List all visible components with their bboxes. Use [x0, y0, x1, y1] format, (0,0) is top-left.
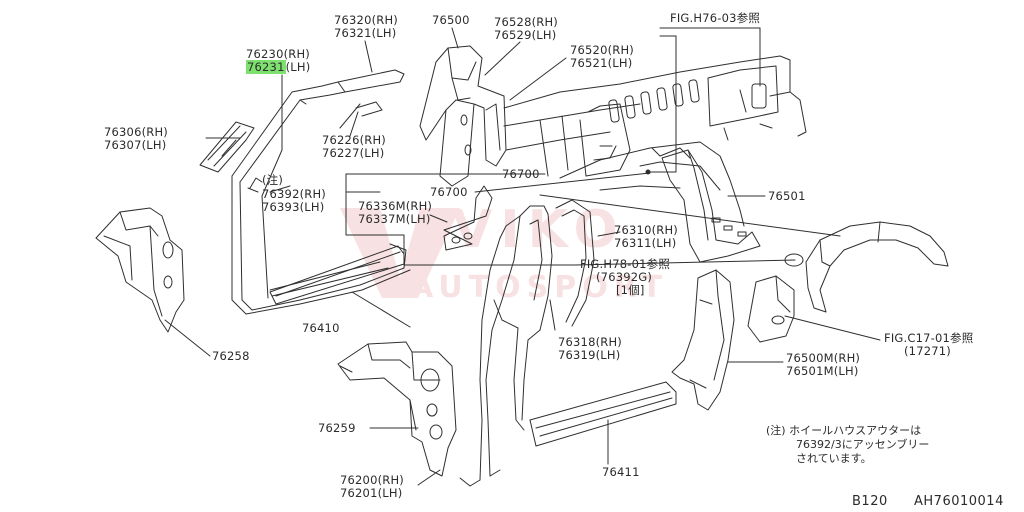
part-76500 [420, 46, 506, 186]
callout-76200[interactable]: 76200(RH) 76201(LH) [340, 474, 404, 500]
callout-76392[interactable]: 76392(RH) 76393(LH) [262, 188, 326, 214]
watermark-line1: VIKO [452, 200, 626, 260]
label-76410: 76410 [302, 321, 340, 335]
part-76520-rear-panel [504, 56, 806, 176]
note-line-1: (注) ホイールハウスアウターは [766, 424, 922, 437]
label-76227-lh: 76227(LH) [322, 146, 385, 160]
label-76337m-lh: 76337M(LH) [358, 212, 431, 226]
label-76392-rh: 76392(RH) [262, 187, 326, 201]
callout-76258[interactable]: 76258 [212, 350, 250, 363]
callout-76259[interactable]: 76259 [318, 422, 356, 435]
label-76521-lh: 76521(LH) [570, 56, 633, 70]
label-76306-rh: 76306(RH) [104, 125, 168, 139]
label-76310-rh: 76310(RH) [614, 223, 678, 237]
label-76501: 76501 [768, 189, 806, 203]
label-76321-lh: 76321(LH) [334, 26, 397, 40]
callout-76700-lower[interactable]: 76700 [430, 186, 468, 199]
label-76700-lower: 76700 [430, 185, 468, 199]
label-fig-h78-01: FIG.H78-01参照 [580, 257, 671, 271]
label-17271: (17271) [904, 344, 951, 358]
part-trim-panel [748, 276, 794, 342]
label-76258: 76258 [212, 349, 250, 363]
label-76231-suffix: (LH) [285, 60, 311, 74]
label-76411: 76411 [602, 465, 640, 479]
highlighted-part-76231: 76231 [246, 60, 286, 74]
note-line-3: されています。 [796, 452, 872, 465]
part-76306 [200, 122, 254, 172]
label-76307-lh: 76307(LH) [104, 138, 167, 152]
callout-76528[interactable]: 76528(RH) 76529(LH) [494, 16, 558, 42]
label-76320-rh: 76320(RH) [334, 13, 398, 27]
callout-fig-h76[interactable]: FIG.H76-03参照 [670, 12, 760, 25]
label-76500: 76500 [432, 13, 470, 27]
footer-ref: AH76010014 [914, 494, 1004, 509]
watermark-line2: AUTOSPORT [410, 270, 668, 305]
watermark: VIKO AUTOSPORT [340, 198, 700, 308]
note-line-2: 76392/3にアッセンブリー [796, 438, 930, 451]
part-76320-rail [232, 70, 404, 314]
reference-dot [645, 169, 651, 175]
label-76231-lh: 76231(LH) [246, 60, 311, 74]
part-76410-sill [270, 246, 404, 304]
callout-76411[interactable]: 76411 [602, 466, 640, 479]
label-76336m-rh: 76336M(RH) [358, 199, 433, 213]
label-76311-lh: 76311(LH) [614, 236, 677, 250]
label-quantity: [1個] [616, 283, 645, 297]
part-plug [784, 253, 804, 267]
part-76258 [96, 208, 184, 332]
label-76318-rh: 76318(RH) [558, 335, 622, 349]
label-fig-c17-01: FIG.C17-01参照 [884, 331, 974, 345]
part-76411-sill [530, 382, 676, 446]
callout-76226[interactable]: 76226(RH) 76227(LH) [322, 134, 386, 160]
label-76501m-lh: 76501M(LH) [786, 364, 859, 378]
label-76392g: (76392G) [596, 270, 653, 284]
part-76200-body-side [460, 216, 540, 486]
callout-76500M[interactable]: 76500M(RH) 76501M(LH) [786, 352, 860, 378]
label-76230-rh: 76230(RH) [246, 47, 310, 61]
callout-76230[interactable]: 76230(RH) 76231(LH) [246, 48, 310, 74]
label-76529-lh: 76529(LH) [494, 28, 557, 42]
watermark-logo-icon [340, 208, 460, 298]
part-76310 [662, 150, 760, 262]
callout-76500[interactable]: 76500 [432, 14, 470, 27]
label-76500m-rh: 76500M(RH) [786, 351, 861, 365]
callout-fig-c17[interactable]: FIG.C17-01参照 (17271) [884, 332, 973, 358]
label-76259: 76259 [318, 421, 356, 435]
part-76501-wheelhouse [560, 142, 744, 226]
label-fig-h76-03: FIG.H76-03参照 [670, 11, 761, 25]
label-76528-rh: 76528(RH) [494, 15, 558, 29]
label-76700-upper: 76700 [502, 167, 540, 181]
callout-76700-upper[interactable]: 76700 [502, 168, 540, 181]
label-76200-rh: 76200(RH) [340, 473, 404, 487]
callout-76320[interactable]: 76320(RH) 76321(LH) [334, 14, 398, 40]
footer-code: B120 [852, 494, 888, 509]
label-note-mark: (注) [262, 173, 284, 187]
label-76520-rh: 76520(RH) [570, 43, 634, 57]
callout-76310[interactable]: 76310(RH) 76311(LH) [614, 224, 678, 250]
label-76201-lh: 76201(LH) [340, 486, 403, 500]
callout-76520[interactable]: 76520(RH) 76521(LH) [570, 44, 634, 70]
part-wheelarch-outer [806, 222, 948, 312]
leader-lines [165, 28, 880, 485]
part-76336-bracket [444, 186, 492, 250]
callout-76318[interactable]: 76318(RH) 76319(LH) [558, 336, 622, 362]
callout-fig-h78[interactable]: FIG.H78-01参照 (76392G) [1個] [580, 258, 670, 297]
callout-76410[interactable]: 76410 [302, 322, 340, 335]
callout-76336[interactable]: 76336M(RH) 76337M(LH) [358, 200, 432, 226]
callout-76306[interactable]: 76306(RH) 76307(LH) [104, 126, 168, 152]
callout-note-mark[interactable]: (注) [262, 174, 283, 187]
part-76259 [338, 342, 456, 476]
part-76500M [672, 270, 734, 410]
label-76319-lh: 76319(LH) [558, 348, 621, 362]
part-76318-pillar [492, 200, 594, 330]
label-76393-lh: 76393(LH) [262, 200, 325, 214]
callout-76501[interactable]: 76501 [768, 190, 806, 203]
assembly-note: (注) ホイールハウスアウターは 76392/3にアッセンブリー されています。 [766, 424, 929, 466]
label-76226-rh: 76226(RH) [322, 133, 386, 147]
